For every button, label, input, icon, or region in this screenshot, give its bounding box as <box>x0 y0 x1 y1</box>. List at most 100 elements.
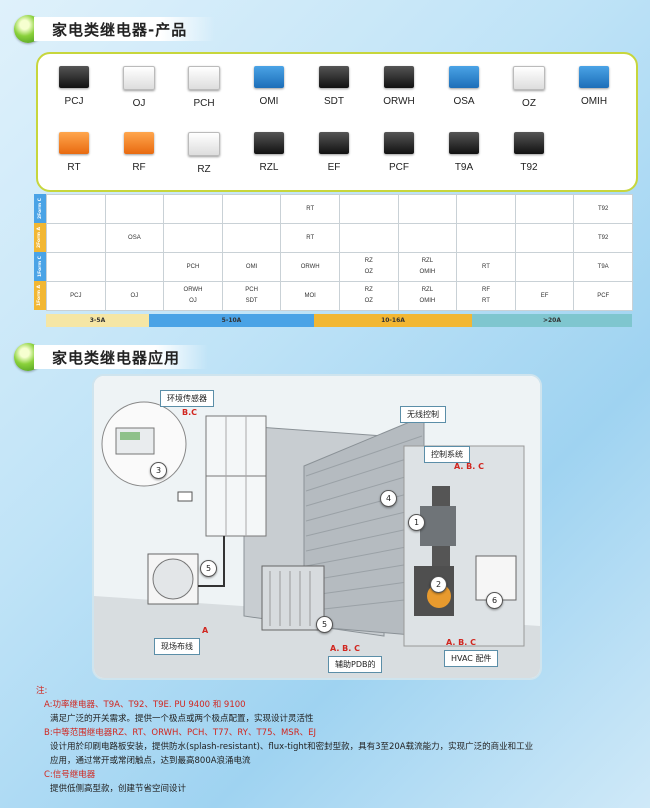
wireless-label: 无线控制 <box>400 406 446 423</box>
current-range: 3-5A <box>46 314 149 327</box>
product-item: OZ <box>499 66 559 109</box>
product-label: SDT <box>324 96 344 107</box>
marker-2: 2 <box>430 576 447 593</box>
product-item: RT <box>44 132 104 173</box>
env-sensor-abc: B.C <box>182 408 198 417</box>
products-heading: 家电类继电器-产品 <box>14 14 216 44</box>
table-cell <box>163 223 223 253</box>
relay-icon <box>188 132 220 156</box>
marker-6: 6 <box>486 592 503 609</box>
note-b-text2: 应用，通过常开或常闭触点，达到最高800A浪涌电流 <box>50 756 251 766</box>
row-label: 1Form A <box>34 281 46 310</box>
table-cell: T92 <box>573 194 633 224</box>
product-label: OMI <box>259 96 279 107</box>
table-cell <box>456 194 516 224</box>
table-cell: PCH <box>163 252 223 282</box>
relay-icon <box>254 132 284 154</box>
field-wiring-label: 现场布线 <box>154 638 200 655</box>
product-label: PCH <box>193 98 215 109</box>
table-cell <box>397 223 458 253</box>
product-label: PCJ <box>64 96 84 107</box>
application-heading-text: 家电类继电器应用 <box>34 345 209 369</box>
relay-icon <box>319 132 349 154</box>
relay-icon <box>449 132 479 154</box>
table-cell <box>46 252 106 282</box>
table-cell <box>221 223 282 253</box>
table-cell <box>514 194 575 224</box>
table-cell <box>514 223 575 253</box>
table-cell: RT <box>456 252 516 282</box>
table-cell: RT <box>280 223 340 253</box>
note-a-title: A:功率继电器、T9A、T92、T9E. PU 9400 和 9100 <box>44 700 246 710</box>
product-label: T92 <box>520 162 538 173</box>
hvac-abc: A. B. C <box>446 638 476 647</box>
products-heading-text: 家电类继电器-产品 <box>34 17 216 41</box>
product-label: OMIH <box>580 96 608 107</box>
table-cell: OMI <box>221 252 282 282</box>
house-drawing <box>94 376 540 678</box>
hvac-label: HVAC 配件 <box>444 650 499 667</box>
product-item: OSA <box>434 66 494 107</box>
relay-icon <box>514 132 544 154</box>
relay-icon <box>384 132 414 154</box>
product-label: OSA <box>453 96 475 107</box>
relay-icon <box>513 66 545 90</box>
notes-title: 注: <box>36 686 48 696</box>
aux-pdb-abc: A. B. C <box>330 644 360 653</box>
application-illustration: 环境传感器 B.C 无线控制 控制系统 A. B. C 现场布线 A 辅助PDB… <box>92 374 542 680</box>
table-cell: MOI <box>280 281 340 311</box>
note-c-text: 提供低侧高型款，创建节省空间设计 <box>50 784 187 794</box>
current-range: 10-16A <box>314 314 472 327</box>
notes: 注: A:功率继电器、T9A、T92、T9E. PU 9400 和 9100 满… <box>36 684 636 796</box>
table-cell: PCJ <box>46 281 106 311</box>
product-item: ORWH <box>369 66 429 107</box>
product-item: RF <box>109 132 169 173</box>
marker-5a: 5 <box>200 560 217 577</box>
relay-icon <box>188 66 220 90</box>
control-system-label: 控制系统 <box>424 446 470 463</box>
table-cell: PCF <box>573 281 633 311</box>
table-cell: T92 <box>573 223 633 253</box>
product-item: PCF <box>369 132 429 173</box>
table-cell <box>339 194 399 224</box>
product-label: RF <box>132 162 146 173</box>
table-cell: EF <box>514 281 575 311</box>
current-range: >20A <box>472 314 632 327</box>
application-heading: 家电类继电器应用 <box>14 342 209 372</box>
table-cell <box>104 252 165 282</box>
field-wiring-abc: A <box>202 626 209 635</box>
row-label: 2Form C <box>34 194 46 223</box>
relay-icon <box>254 66 284 88</box>
product-label: RZ <box>197 164 211 175</box>
table-cell <box>46 194 106 224</box>
row-label: 2Form A <box>34 223 46 252</box>
current-range: 5-10A <box>149 314 314 327</box>
row-label: 1Form C <box>34 252 46 281</box>
product-label: RT <box>67 162 81 173</box>
relay-icon <box>124 132 154 154</box>
product-label: OZ <box>522 98 536 109</box>
product-label: RZL <box>259 162 279 173</box>
note-a-text: 满足广泛的开关需求。提供一个极点或两个极点配置，实现设计灵活性 <box>50 714 314 724</box>
marker-3: 3 <box>150 462 167 479</box>
note-b-text1: 设计用於印刷电路板安装，提供防水(splash-resistant)、flux-… <box>50 742 534 752</box>
note-c-title: C:信号继电器 <box>44 770 96 780</box>
relay-icon <box>319 66 349 88</box>
product-label: ORWH <box>383 96 415 107</box>
product-item: OMI <box>239 66 299 107</box>
product-item: OMIH <box>564 66 624 107</box>
table-cell <box>46 223 106 253</box>
product-label: T9A <box>454 162 474 173</box>
product-item: EF <box>304 132 364 173</box>
table-cell: RT <box>280 194 340 224</box>
product-item: T9A <box>434 132 494 173</box>
relay-icon <box>123 66 155 90</box>
relay-icon <box>59 132 89 154</box>
